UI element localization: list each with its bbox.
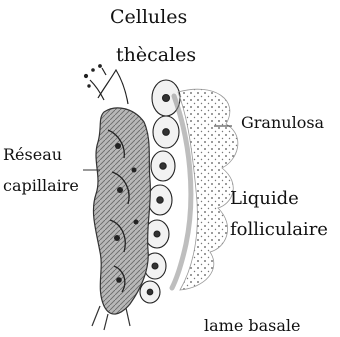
- label-thecales: thècales: [116, 46, 196, 65]
- theca-cells-top: [85, 65, 129, 104]
- label-lame-basale: lame basale: [204, 318, 301, 334]
- label-cellules: Cellules: [110, 8, 187, 27]
- label-reseau: Réseau: [3, 147, 62, 163]
- label-capillaire: capillaire: [3, 178, 79, 194]
- granulosa-layer: [172, 89, 238, 290]
- label-liquide: Liquide: [230, 190, 299, 208]
- label-folliculaire: folliculaire: [230, 221, 328, 239]
- label-granulosa: Granulosa: [241, 115, 324, 131]
